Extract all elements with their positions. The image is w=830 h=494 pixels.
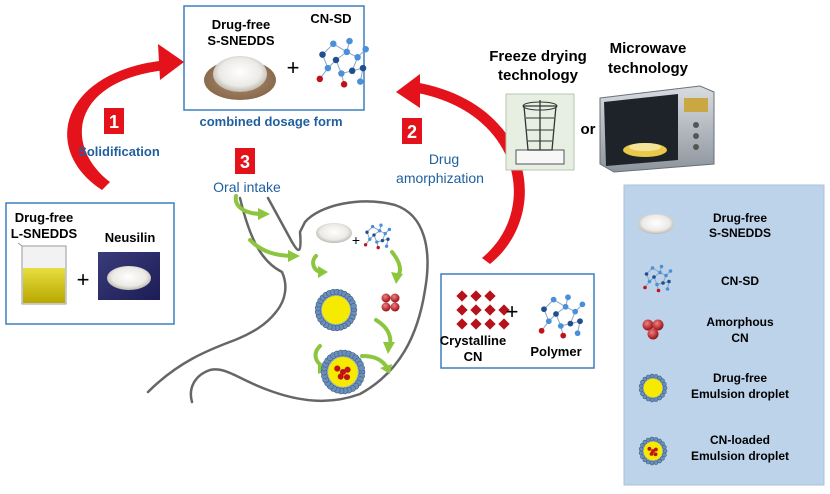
legend-item-1: Drug-free S-SNEDDS: [638, 211, 771, 240]
stomach-flow-arrowheads: [258, 208, 403, 374]
cnsd-molecule-icon: [316, 37, 369, 88]
top-cnsd-label: CN-SD: [310, 11, 351, 26]
legend-item-5: CN-loaded Emulsion droplet: [638, 433, 789, 466]
solidification-arrow: [67, 44, 184, 190]
neusilin-powder-image: [98, 252, 160, 300]
left-plus: +: [77, 267, 90, 292]
legend-item-4-line1: Drug-free: [713, 371, 767, 385]
stomach-drugfree-droplet-icon: [314, 288, 358, 332]
lsnedds-line2: L-SNEDDS: [11, 226, 78, 241]
legend-item-2: CN-SD: [643, 264, 759, 293]
polymer-box: [440, 273, 595, 369]
stomach-plus: +: [352, 232, 360, 248]
legend-cnsd-icon: [643, 264, 673, 293]
top-s-snedds-line1: Drug-free: [212, 17, 271, 32]
stomach-cnsd-icon: [363, 223, 392, 250]
step3-badge: [235, 148, 255, 174]
legend-item-2-line1: CN-SD: [721, 274, 759, 288]
legend-powder-icon: [638, 214, 674, 234]
legend-item-4: Drug-free Emulsion droplet: [638, 371, 789, 403]
step2-badge: [402, 118, 422, 144]
crystalline-cn-icon: [456, 290, 510, 330]
stomach-flow-arrows: [233, 194, 402, 368]
polymer-molecule-icon: [538, 294, 586, 339]
neusilin-label: Neusilin: [105, 230, 156, 245]
step1-number: 1: [109, 112, 119, 132]
top-plus: +: [287, 55, 300, 80]
top-s-snedds-line2: S-SNEDDS: [207, 33, 275, 48]
stomach-amorphous-cn-icon: [381, 293, 400, 312]
lsnedds-line1: Drug-free: [15, 210, 74, 225]
step2-number: 2: [407, 122, 417, 142]
microwave-line2: technology: [608, 60, 689, 77]
s-snedds-powder-image: [204, 56, 276, 100]
legend-item-1-line2: S-SNEDDS: [709, 226, 771, 240]
freeze-drying-line1: Freeze drying: [489, 48, 587, 65]
step3-number: 3: [240, 152, 250, 172]
amorphization-arrow: [396, 74, 525, 264]
legend-item-3-line1: Amorphous: [706, 315, 774, 329]
step2-label-line1: Drug: [429, 151, 459, 167]
legend-item-3: Amorphous CN: [642, 315, 774, 345]
legend-amorphous-cn-icon: [642, 319, 664, 340]
stomach-cnloaded-droplet-icon: [320, 349, 366, 395]
beaker-icon: [17, 242, 67, 305]
freeze-dryer-icon: [505, 93, 575, 171]
legend-item-4-line2: Emulsion droplet: [691, 387, 789, 401]
step1-label: Solidification: [78, 144, 160, 159]
step2-label-line2: amorphization: [396, 170, 484, 186]
legend-drugfree-droplet-icon: [638, 373, 668, 403]
microwave-icon: [599, 85, 715, 173]
crystalline-line2: CN: [464, 349, 483, 364]
freeze-drying-line2: technology: [498, 67, 579, 84]
step3-label: Oral intake: [213, 179, 281, 195]
polymer-label: Polymer: [530, 344, 581, 359]
crystalline-line1: Crystalline: [440, 333, 506, 348]
microwave-line1: Microwave: [610, 40, 687, 57]
legend-item-5-line1: CN-loaded: [710, 433, 770, 447]
stomach-powder-icon: [316, 223, 352, 243]
legend-item-3-line2: CN: [731, 331, 748, 345]
step1-badge: [104, 108, 124, 134]
combined-dosage-caption: combined dosage form: [199, 114, 342, 129]
stomach-outline: [146, 196, 429, 404]
legend-item-1-line1: Drug-free: [713, 211, 767, 225]
legend-cnloaded-droplet-icon: [638, 436, 668, 466]
or-label: or: [581, 121, 596, 138]
poly-plus: +: [506, 299, 519, 324]
legend-item-5-line2: Emulsion droplet: [691, 449, 789, 463]
